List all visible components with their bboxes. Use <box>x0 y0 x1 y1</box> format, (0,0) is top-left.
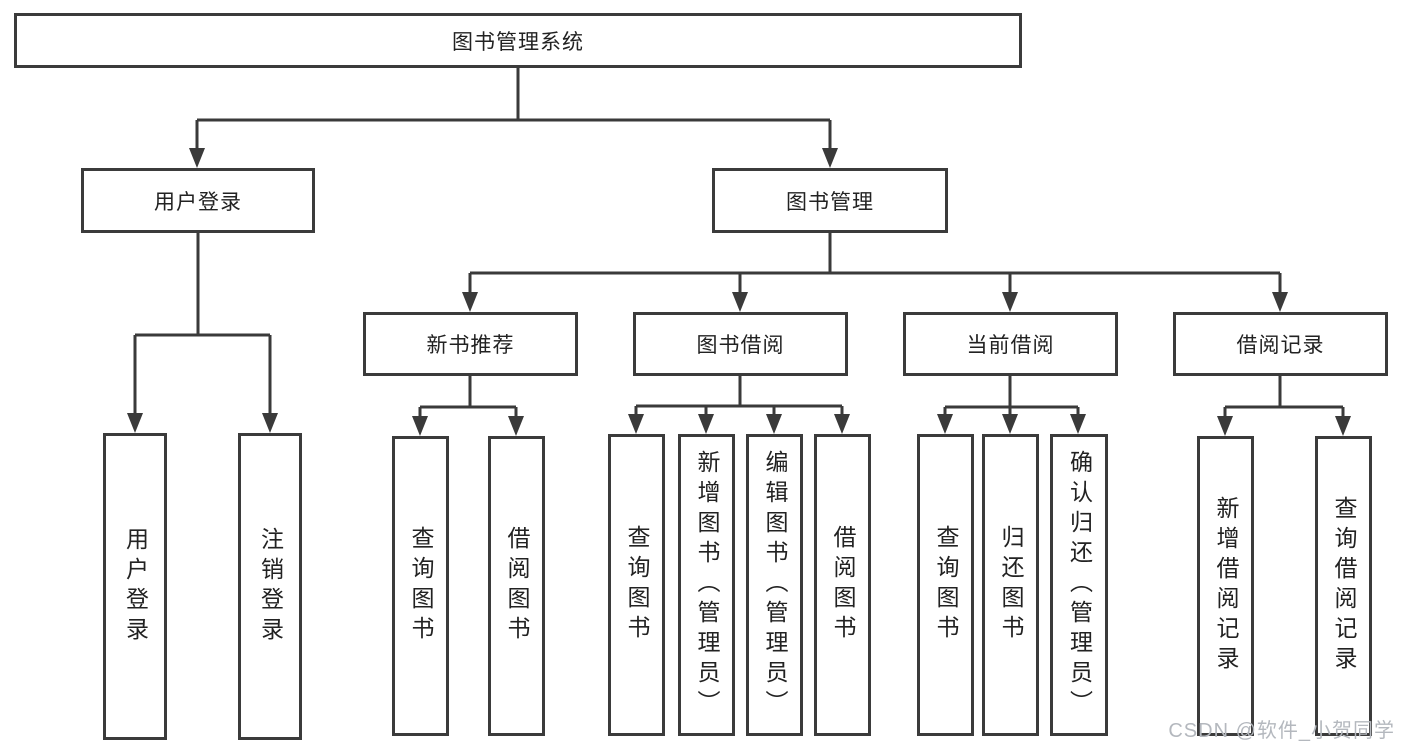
node-label: 新书推荐 <box>426 334 515 357</box>
node-book-management: 图书管理 <box>712 168 948 233</box>
node-label: 编辑图书（管理员） <box>762 450 788 720</box>
node-label: 新增借阅记录 <box>1213 496 1239 676</box>
node-label: 新增图书（管理员） <box>694 450 720 720</box>
leaf-confirm-return-admin: 确认归还（管理员） <box>1050 434 1108 736</box>
leaf-return-books: 归还图书 <box>982 434 1039 736</box>
leaf-add-borrow-record: 新增借阅记录 <box>1197 436 1254 736</box>
node-new-book-recommend: 新书推荐 <box>363 312 578 376</box>
node-label: 借阅图书 <box>504 526 530 646</box>
node-user-login: 用户登录 <box>81 168 315 233</box>
csdn-watermark: CSDN @软件_小贺同学 <box>1168 720 1395 742</box>
leaf-logout: 注销登录 <box>238 433 302 740</box>
leaf-user-login: 用户登录 <box>103 433 167 740</box>
leaf-query-books-recommend: 查询图书 <box>392 436 449 736</box>
node-label: 借阅图书 <box>830 525 856 645</box>
node-borrowing-records: 借阅记录 <box>1173 312 1388 376</box>
node-label: 查询借阅记录 <box>1331 496 1357 676</box>
node-label: 用户登录 <box>122 526 149 647</box>
leaf-add-books-admin: 新增图书（管理员） <box>678 434 735 736</box>
node-label: 图书借阅 <box>696 334 785 357</box>
node-library-management-system: 图书管理系统 <box>14 13 1022 68</box>
leaf-borrow-books-recommend: 借阅图书 <box>488 436 545 736</box>
node-label: 注销登录 <box>257 526 284 647</box>
node-label: 归还图书 <box>998 525 1024 645</box>
leaf-edit-books-admin: 编辑图书（管理员） <box>746 434 803 736</box>
node-label: 用户登录 <box>154 190 242 214</box>
node-label: 确认归还（管理员） <box>1066 450 1093 720</box>
node-label: 查询图书 <box>624 525 650 645</box>
node-current-borrowing: 当前借阅 <box>903 312 1118 376</box>
node-label: 当前借阅 <box>966 334 1055 357</box>
node-label: 图书管理 <box>786 190 874 214</box>
leaf-query-books-borrowing: 查询图书 <box>608 434 665 736</box>
leaf-query-books-current: 查询图书 <box>917 434 974 736</box>
leaf-query-borrow-record: 查询借阅记录 <box>1315 436 1372 736</box>
node-label: 查询图书 <box>933 525 959 645</box>
node-book-borrowing: 图书借阅 <box>633 312 848 376</box>
leaf-borrow-books-borrowing: 借阅图书 <box>814 434 871 736</box>
node-label: 查询图书 <box>408 526 434 646</box>
node-label: 借阅记录 <box>1236 334 1325 357</box>
node-label: 图书管理系统 <box>452 30 584 54</box>
